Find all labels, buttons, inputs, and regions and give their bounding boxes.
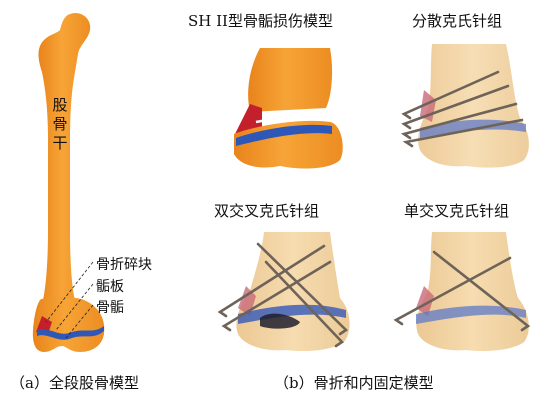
sh2-fracture-line (256, 114, 326, 122)
callout-epiphysis: 骨骺 (96, 297, 124, 317)
callout-growth-plate: 骺板 (96, 276, 124, 296)
femur-full-model (33, 13, 104, 352)
shaft-label: 股骨干 (52, 96, 68, 153)
callout-fracture-fragment: 骨折碎块 (96, 254, 152, 274)
title-single-crossed-pins: 单交叉克氏针组 (404, 200, 509, 221)
single-bone-body (416, 232, 528, 351)
title-double-crossed-pins: 双交叉克氏针组 (214, 200, 319, 221)
sh2-shaft (248, 48, 332, 112)
title-sh2-injury: SH II型骨骺损伤模型 (188, 10, 333, 31)
model-sh2-injury (234, 48, 343, 168)
caption-a: （a）全段股骨模型 (10, 372, 139, 393)
shaft-label-text: 股骨干 (52, 96, 67, 152)
femoral-head (39, 13, 91, 305)
title-dispersed-pins: 分散克氏针组 (412, 10, 502, 31)
model-dispersed-pins (404, 44, 529, 168)
model-single-crossed-pins (396, 232, 529, 351)
caption-b: （b）骨折和内固定模型 (274, 372, 434, 393)
model-double-crossed-pins (220, 232, 350, 351)
